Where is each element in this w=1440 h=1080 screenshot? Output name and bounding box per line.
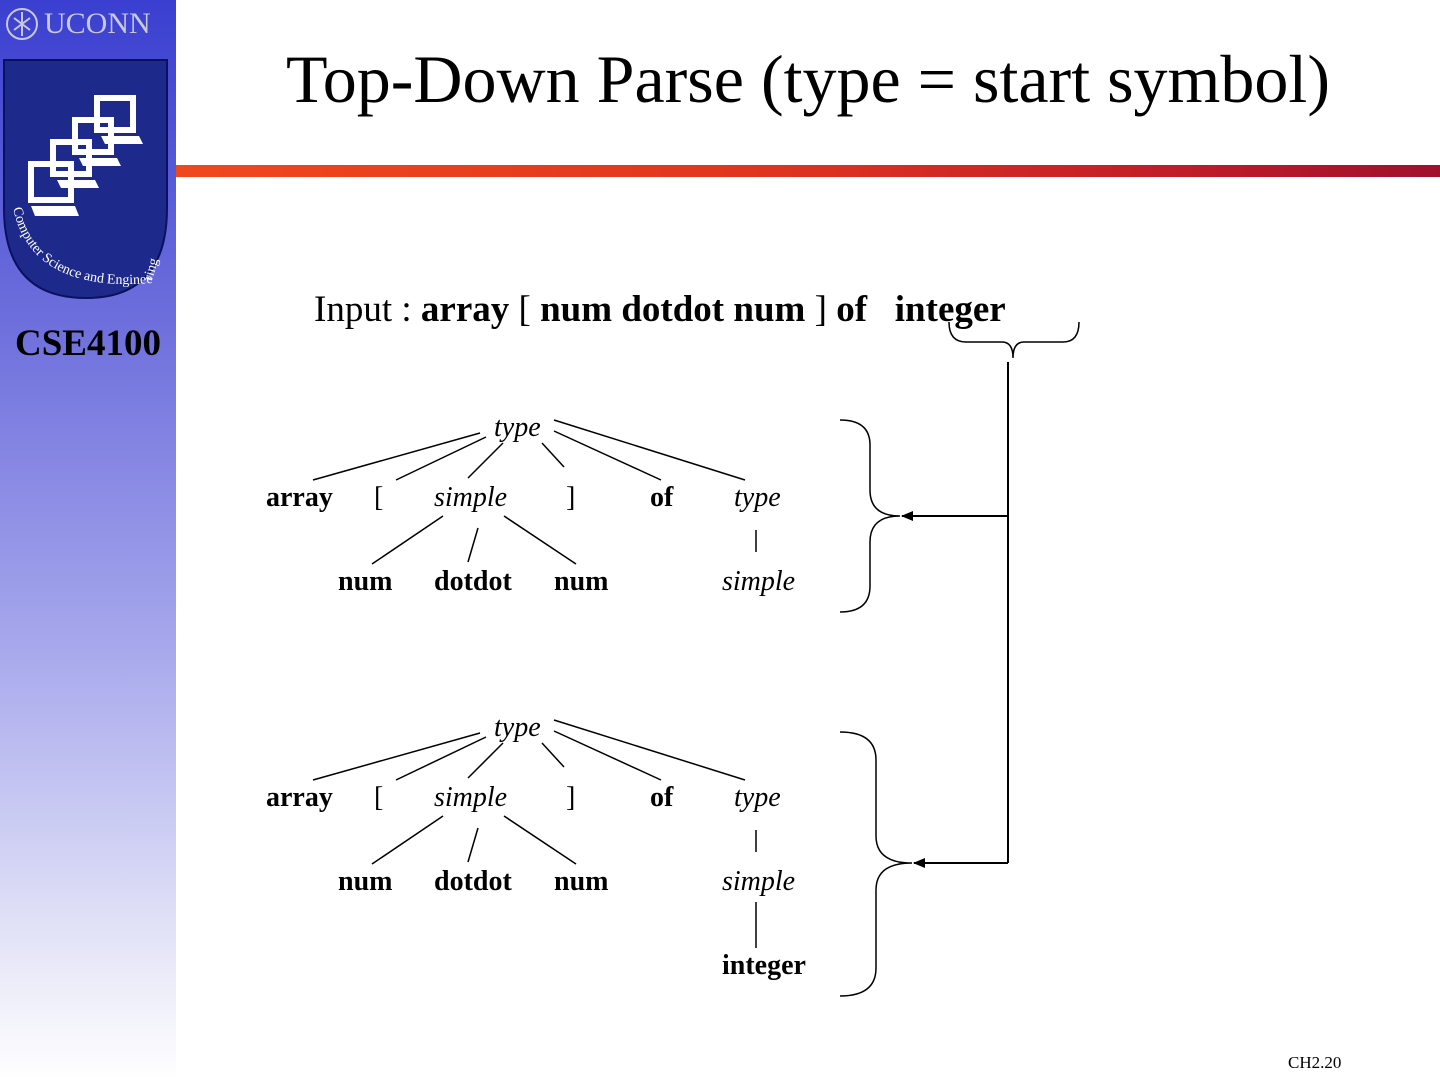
tree2-leaf: num xyxy=(554,866,608,897)
page-title: Top-Down Parse (type = start symbol) xyxy=(286,41,1330,117)
parse-tree-1: type array [ simple ] of type num dotdot… xyxy=(266,412,795,597)
tree1-leaf: simple xyxy=(722,566,795,597)
tree2-node: ] xyxy=(566,782,575,813)
cse-logo-icon: Computer Science and Engineering xyxy=(3,59,168,300)
tree1-node: array xyxy=(266,482,333,513)
tree1-leaf: dotdot xyxy=(434,566,512,597)
uconn-header: UCONN xyxy=(4,4,164,44)
university-name: UCONN xyxy=(44,7,151,40)
parse-tree-2: type array [ simple ] of type num dotdot… xyxy=(266,712,806,981)
tree2-node: array xyxy=(266,782,333,813)
input-brace xyxy=(948,321,1080,359)
uconn-seal-icon xyxy=(6,8,38,40)
title-divider xyxy=(176,165,1440,177)
tree2-leaf: simple xyxy=(722,866,795,897)
tree2-leaf: num xyxy=(338,866,392,897)
input-token-current: integer xyxy=(894,289,1006,330)
tree2-node: type xyxy=(734,782,781,813)
tree2-node: [ xyxy=(374,782,383,813)
tree2-node: of xyxy=(650,782,674,813)
tree1-node: simple xyxy=(434,482,507,513)
input-token: num xyxy=(733,289,806,330)
tree2-node: simple xyxy=(434,782,507,813)
slide-number: CH2.20 xyxy=(1288,1053,1342,1072)
input-label: Input : xyxy=(314,289,421,330)
sidebar: UCONN Computer Science and Engineering C… xyxy=(0,0,176,1080)
tree2-leaf: dotdot xyxy=(434,866,512,897)
tree1-leaf: num xyxy=(554,566,608,597)
course-code: CSE4100 xyxy=(15,323,161,364)
input-token: array xyxy=(420,289,510,330)
tree1-node: type xyxy=(734,482,781,513)
input-line: Input : array [ num dotdot num ] of inte… xyxy=(314,288,1006,331)
tree2-root: type xyxy=(494,712,541,743)
input-token: [ xyxy=(518,289,531,330)
tree1-root: type xyxy=(494,412,541,443)
input-token: of xyxy=(836,289,868,330)
tree1-leaf: num xyxy=(338,566,392,597)
lookahead-connector xyxy=(901,362,1009,868)
input-token: ] xyxy=(814,289,827,330)
tree1-node: ] xyxy=(566,482,575,513)
tree1-node: of xyxy=(650,482,674,513)
tree1-node: [ xyxy=(374,482,383,513)
tree2-brace xyxy=(839,731,913,997)
tree1-brace xyxy=(839,419,901,613)
input-token: num xyxy=(540,289,613,330)
tree2-leaf: integer xyxy=(722,950,806,981)
input-token: dotdot xyxy=(621,289,725,330)
